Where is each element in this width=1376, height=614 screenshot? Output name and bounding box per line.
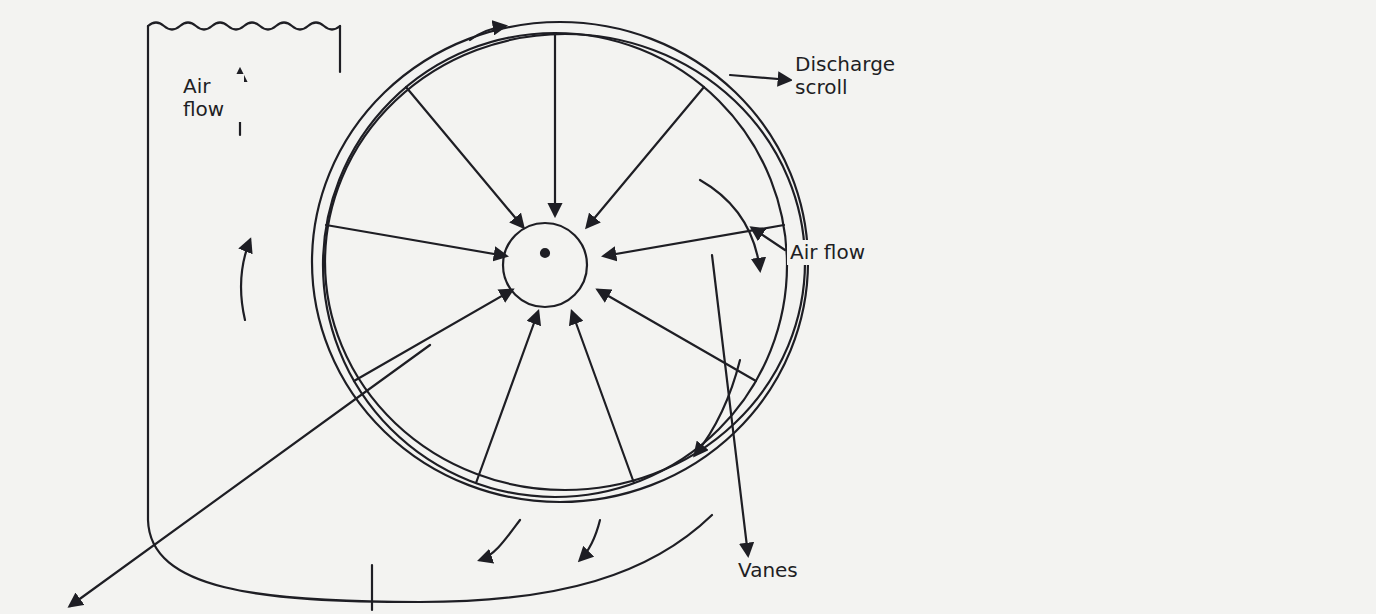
outlet-top (148, 23, 340, 30)
part-label: Discharge scroll (792, 52, 918, 100)
leader-lines (70, 75, 790, 610)
flow-arrows (240, 26, 760, 560)
part-label: Vanes (735, 558, 831, 583)
vanes (326, 33, 784, 483)
casing (148, 26, 712, 602)
impeller-rim (323, 33, 787, 497)
outlet-wall (339, 26, 341, 72)
flow-label: Air flow (787, 240, 903, 265)
hub (503, 223, 587, 307)
flow-label: Air flow (180, 74, 244, 122)
shaft (541, 249, 549, 257)
